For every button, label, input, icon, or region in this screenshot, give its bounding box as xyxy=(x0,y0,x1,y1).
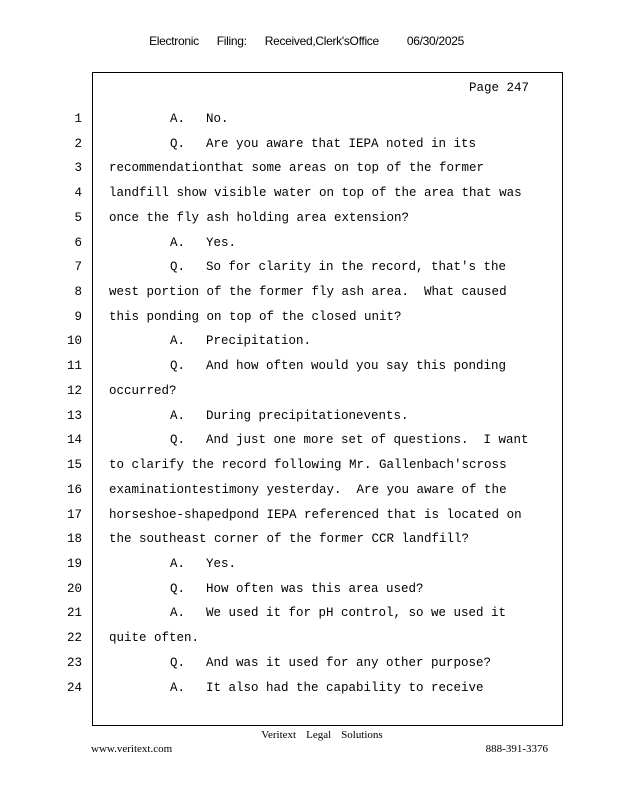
line-number: 6 xyxy=(74,235,82,250)
line-number: 9 xyxy=(74,309,82,324)
header-part: Received,Clerk'sOffice xyxy=(264,34,379,48)
transcript-line: 18 the southeast corner of the former CCR… xyxy=(0,527,618,551)
transcript-line: 12 occurred? xyxy=(0,379,618,403)
transcript-line: 22 quite often. xyxy=(0,626,618,650)
transcript-line: 7 Q. So for clarity in the record, that's … xyxy=(0,255,618,279)
speaker-label: Q. xyxy=(170,433,186,448)
line-number: 11 xyxy=(66,359,82,374)
line-number: 22 xyxy=(66,631,82,646)
line-text: recommendationthat some areas on top of … xyxy=(109,161,485,176)
speaker-label: A. xyxy=(170,112,186,126)
line-number: 3 xyxy=(74,161,82,176)
footer-company-word: Solutions xyxy=(341,729,383,741)
transcript-page-border xyxy=(92,72,563,726)
transcript-line: 14 Q. And just one more set of questions. … xyxy=(0,428,618,452)
line-number: 8 xyxy=(74,285,82,300)
line-text: horseshoe-shapedpond IEPA referenced tha… xyxy=(109,507,522,522)
transcript-line: 5 once the fly ash holding area extension… xyxy=(0,206,618,230)
speaker-label: A. xyxy=(170,408,186,423)
speaker-label: A. xyxy=(170,235,186,250)
header-part: Electronic xyxy=(149,34,199,48)
header-date: 06/30/2025 xyxy=(406,34,464,48)
transcript-line: 2 Q. Are you aware that IEPA noted in its xyxy=(0,132,618,156)
transcript-line: 3 recommendationthat some areas on top of… xyxy=(0,156,618,180)
footer-company: Veritext Legal Solutions xyxy=(0,729,618,741)
transcript-line: 17 horseshoe-shapedpond IEPA referenced t… xyxy=(0,503,618,527)
speaker-label: A. xyxy=(170,334,186,349)
transcript-line: 21 A. We used it for pH control, so we use… xyxy=(0,601,618,625)
line-text: It also had the capability to receive xyxy=(206,680,484,695)
transcript-line: 11 Q. And how often would you say this pon… xyxy=(0,354,618,378)
line-text: During precipitationevents. xyxy=(206,408,409,423)
transcript-line: 10 A. Precipitation. xyxy=(0,329,618,353)
line-number: 10 xyxy=(66,334,82,349)
line-number: 16 xyxy=(66,482,82,497)
transcript-line: 4 landfill show visible water on top of t… xyxy=(0,181,618,205)
line-text: this ponding on top of the closed unit? xyxy=(109,309,402,324)
line-number: 4 xyxy=(74,186,82,201)
speaker-label: Q. xyxy=(170,655,186,670)
page-number: Page 247 xyxy=(468,81,529,95)
line-number: 5 xyxy=(74,210,82,225)
transcript-line: 1 A. No. xyxy=(0,107,618,131)
line-number: 7 xyxy=(74,260,82,275)
speaker-label: Q. xyxy=(170,581,186,596)
line-number: 19 xyxy=(66,556,82,571)
speaker-label: Q. xyxy=(170,136,186,151)
line-number: 23 xyxy=(66,655,82,670)
line-number: 15 xyxy=(66,458,82,473)
line-text: And how often would you say this ponding xyxy=(206,359,507,374)
footer-phone: 888-391-3376 xyxy=(485,743,548,755)
footer-company-word: Legal xyxy=(306,729,332,741)
line-number: 13 xyxy=(66,408,82,423)
line-text: to clarify the record following Mr. Gall… xyxy=(109,458,507,473)
line-text: west portion of the former fly ash area.… xyxy=(109,285,507,300)
transcript-line: 6 A. Yes. xyxy=(0,231,618,255)
footer-website: www.veritext.com xyxy=(91,743,173,755)
line-text: once the fly ash holding area extension? xyxy=(109,210,410,225)
footer-company-word: Veritext xyxy=(261,729,297,741)
speaker-label: A. xyxy=(170,606,186,621)
line-number: 14 xyxy=(66,433,82,448)
transcript-line: 23 Q. And was it used for any other purpos… xyxy=(0,651,618,675)
line-text: quite often. xyxy=(109,631,200,646)
line-text: the southeast corner of the former CCR l… xyxy=(109,532,470,547)
line-text: occurred? xyxy=(109,383,177,398)
transcript-line: 16 examinationtestimony yesterday. Are yo… xyxy=(0,478,618,502)
speaker-label: Q. xyxy=(170,359,186,374)
line-number: 18 xyxy=(66,532,82,547)
line-text: Yes. xyxy=(206,556,237,571)
line-text: Precipitation. xyxy=(206,334,312,349)
line-number: 20 xyxy=(66,581,82,596)
line-text: landfill show visible water on top of th… xyxy=(109,186,522,201)
line-text: How often was this area used? xyxy=(206,581,424,596)
line-number: 17 xyxy=(66,507,82,522)
line-text: Yes. xyxy=(206,235,237,250)
transcript-line: 15 to clarify the record following Mr. Ga… xyxy=(0,453,618,477)
line-number: 12 xyxy=(66,383,82,398)
line-number: 2 xyxy=(74,136,82,151)
transcript-line: 8 west portion of the former fly ash area… xyxy=(0,280,618,304)
transcript-line: 19 A. Yes. xyxy=(0,552,618,576)
line-text: So for clarity in the record, that's the xyxy=(206,260,507,275)
line-text: And just one more set of questions. I wa… xyxy=(206,433,529,448)
line-number: 24 xyxy=(66,680,82,695)
transcript-line: 20 Q. How often was this area used? xyxy=(0,577,618,601)
filing-stamp-header: Electronic Filing: Received,Clerk'sOffice 0… xyxy=(143,20,482,48)
line-text: Are you aware that IEPA noted in its xyxy=(206,136,477,151)
line-number: 1 xyxy=(74,112,82,126)
line-text: No. xyxy=(206,112,229,126)
line-text: We used it for pH control, so we used it xyxy=(206,606,507,621)
transcript-line: 13 A. During precipitationevents. xyxy=(0,404,618,428)
speaker-label: A. xyxy=(170,680,186,695)
header-part: Filing: xyxy=(216,34,247,48)
speaker-label: A. xyxy=(170,556,186,571)
line-text: examinationtestimony yesterday. Are you … xyxy=(109,482,507,497)
transcript-line: 24 A. It also had the capability to receiv… xyxy=(0,676,618,700)
line-number: 21 xyxy=(66,606,82,621)
line-text: And was it used for any other purpose? xyxy=(206,655,492,670)
speaker-label: Q. xyxy=(170,260,186,275)
transcript-line: 9 this ponding on top of the closed unit? xyxy=(0,305,618,329)
